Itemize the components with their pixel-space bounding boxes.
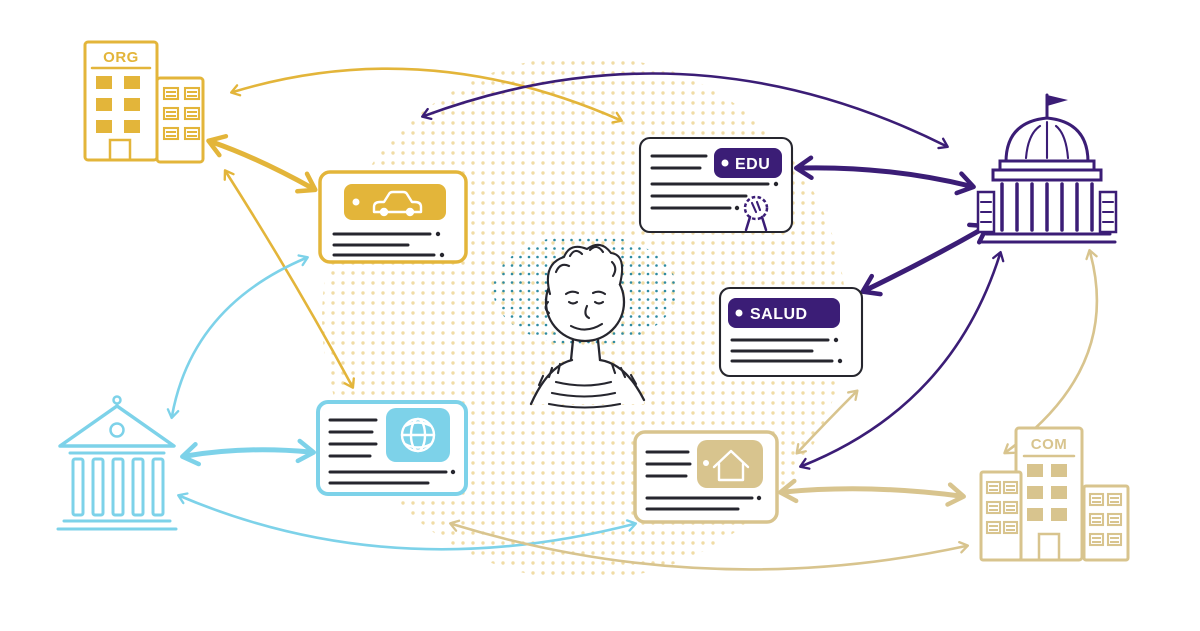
- arrow-identity-com: [448, 519, 970, 571]
- seal-icon: [743, 195, 769, 232]
- connection-arrows: [166, 67, 1099, 571]
- arrow-org-education: [229, 67, 623, 124]
- card-text-lines: [650, 154, 708, 170]
- tag-hole: [735, 309, 743, 317]
- com-right-windows: [1088, 492, 1123, 547]
- card-text-lines: [328, 418, 456, 485]
- health-tag: [728, 298, 840, 328]
- property-credential-card: [633, 430, 779, 524]
- com-left-windows: [985, 480, 1019, 535]
- government-building: [976, 93, 1118, 244]
- org-annex-windows: [162, 86, 201, 141]
- card-text-lines: [730, 337, 843, 364]
- face: [544, 290, 607, 331]
- com-building: COM: [979, 426, 1130, 562]
- com-windows: [1027, 464, 1067, 562]
- arrow-bank-identity: [180, 438, 316, 467]
- hair-curls: [554, 245, 617, 278]
- card-text-lines: [645, 450, 762, 511]
- com-label: COM: [1031, 436, 1068, 453]
- arrow-bank-vehicle: [166, 254, 309, 420]
- org-windows: [96, 76, 140, 162]
- torso-fill: [531, 342, 644, 404]
- education-credential-card: EDU: [638, 136, 794, 234]
- flag-icon: [1047, 95, 1068, 106]
- arrow-property-com: [778, 478, 966, 507]
- education-tag-label: EDU: [735, 156, 770, 173]
- tag-hole: [703, 460, 709, 466]
- shoulder-hatch: [537, 362, 638, 387]
- neck: [569, 338, 602, 362]
- card-text-lines: [332, 231, 445, 258]
- car-icon: [372, 190, 423, 217]
- org-building: ORG: [83, 40, 205, 164]
- health-tag-label: SALUD: [750, 306, 808, 323]
- tag-hole: [721, 159, 729, 167]
- chest-hatch: [547, 380, 622, 409]
- person-illustration: [529, 243, 646, 409]
- hair: [546, 243, 624, 296]
- card-text-lines: [650, 182, 770, 210]
- tag-hole: [352, 198, 360, 206]
- arrow-property-health: [795, 389, 859, 455]
- arrow-org-vehicle: [206, 134, 318, 194]
- arrow-com-government: [1003, 248, 1099, 455]
- arrow-education-government: [794, 155, 976, 196]
- arrow-government-health: [860, 222, 990, 297]
- globe-icon: [400, 417, 436, 453]
- health-credential-card: SALUD: [718, 286, 864, 378]
- bank-columns: [71, 457, 165, 517]
- arrow-vehicle-government: [420, 72, 949, 150]
- vehicle-credential-card: [318, 170, 468, 264]
- identity-credential-card: [316, 400, 468, 496]
- capitol-columns: [1000, 182, 1094, 232]
- bank-building: [56, 395, 178, 531]
- org-label: ORG: [103, 49, 139, 66]
- education-tag: [714, 148, 782, 178]
- property-tag: [697, 440, 763, 488]
- house-icon: [712, 449, 750, 482]
